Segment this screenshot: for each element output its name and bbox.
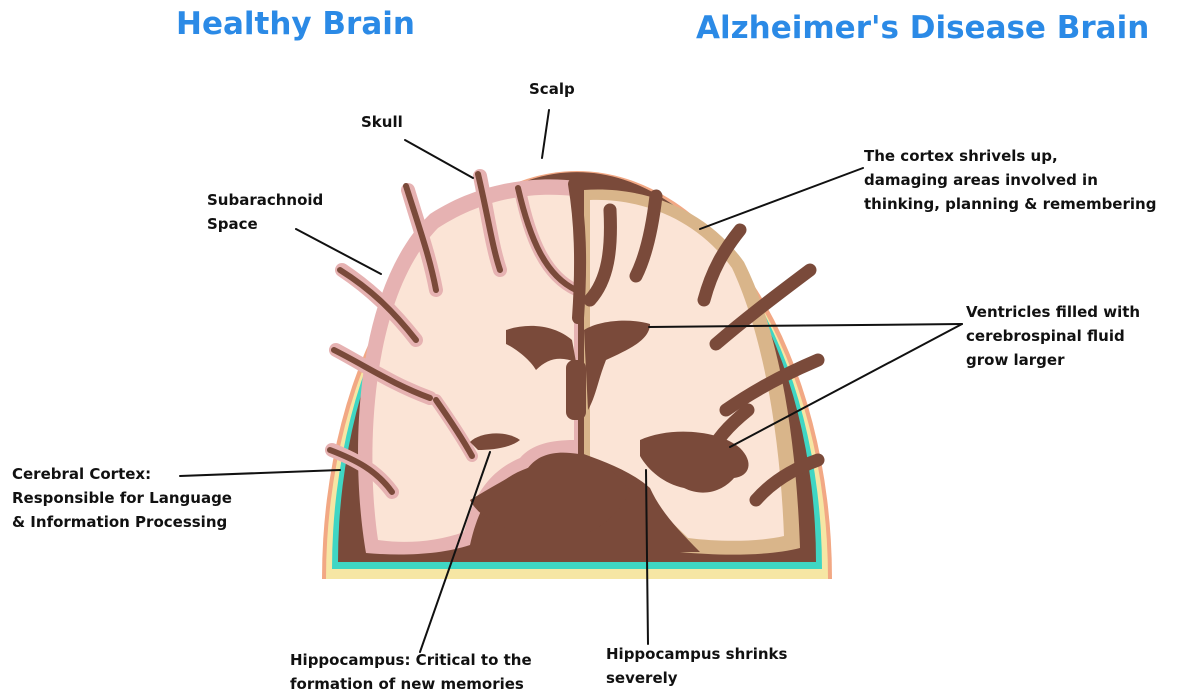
scalp-leader-line (542, 110, 549, 158)
cortex-shrivels-leader-line (700, 168, 863, 229)
cortex-shrivels-label: The cortex shrivels up,damaging areas in… (864, 144, 1156, 216)
skull-label: Skull (361, 110, 403, 134)
cerebral-cortex-label: Cerebral Cortex:Responsible for Language… (12, 462, 232, 534)
midline-fissure (574, 184, 580, 318)
scalp-label: Scalp (529, 77, 575, 101)
skull-leader-line (405, 140, 473, 178)
third-ventricle (566, 360, 586, 420)
